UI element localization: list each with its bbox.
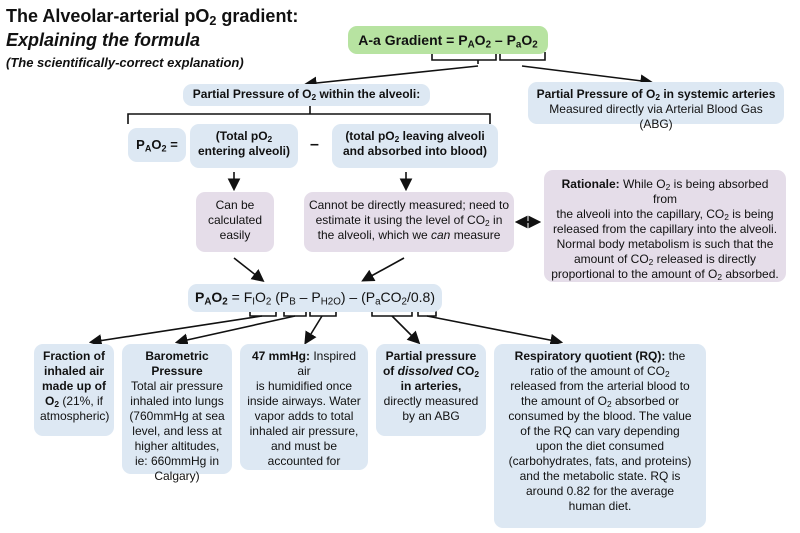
barometric-title1: Barometric — [145, 349, 209, 363]
rq-line11: human diet. — [568, 499, 632, 513]
total-entering-box: (Total pO2 entering alveoli) — [190, 124, 298, 168]
rq-line4: the amount of O2 absorbed or — [520, 394, 680, 410]
minus-sign: – — [310, 136, 319, 153]
rq-line6: of the RQ can vary depending — [520, 424, 680, 438]
barometric-line4: level, and less at — [132, 424, 222, 438]
dissolved-title2: of dissolved CO2 — [382, 364, 480, 380]
barometric-line3: (760mmHg at sea — [129, 409, 225, 423]
rq-line1: Respiratory quotient (RQ): the — [514, 349, 686, 363]
fraction-line1: Fraction of — [43, 349, 105, 363]
fraction-inhaled-box: Fraction of inhaled air made up of O2 (2… — [34, 344, 114, 436]
not-measured-line2: estimate it using the level of CO2 in — [315, 213, 503, 229]
total-leaving-line1: (total pO2 leaving alveoli — [345, 129, 485, 145]
fraction-line5: atmospheric) — [40, 409, 110, 423]
page-subtitle: Explaining the formula — [6, 30, 201, 50]
rationale-line1: Rationale: While O2 is being absorbed fr… — [561, 177, 769, 206]
not-measured-box: Cannot be directly measured; need to est… — [304, 192, 514, 252]
not-measured-line3: the alveoli, which we can measure — [317, 228, 501, 242]
systemic-arteries-title: Partial Pressure of O2 in systemic arter… — [536, 87, 776, 103]
rationale-line5: amount of CO2 released is directly — [573, 252, 757, 268]
fraction-line3: made up of — [41, 379, 106, 393]
fraction-line2: inhaled air — [43, 364, 105, 378]
total-leaving-line2: and absorbed into blood) — [343, 144, 487, 158]
rq-line8: (carbohydrates, fats, and proteins) — [508, 454, 692, 468]
vapor-line7: accounted for — [267, 454, 341, 468]
respiratory-quotient-box: Respiratory quotient (RQ): the ratio of … — [494, 344, 706, 528]
alveoli-header: Partial Pressure of O2 within the alveol… — [183, 84, 430, 106]
page-title: The Alveolar-arterial pO2 gradient: — [6, 6, 299, 29]
rq-line2: ratio of the amount of CO2 — [530, 364, 670, 380]
calculated-line2: calculated — [207, 213, 263, 227]
rq-line9: and the metabolic state. RQ is — [519, 469, 681, 483]
systemic-arteries-box: Partial Pressure of O2 in systemic arter… — [528, 82, 784, 131]
barometric-line7: Calgary) — [154, 469, 200, 483]
rationale-line4: Normal body metabolism is such that the — [556, 237, 774, 251]
barometric-line1: Total air pressure — [130, 379, 224, 393]
calculated-box: Can be calculated easily — [196, 192, 274, 252]
page-note: (The scientifically-correct explanation) — [6, 55, 244, 70]
pao2-main-formula: PAO2 = FIO2 (PB – PH2O) – (PaCO2/0.8) — [188, 284, 442, 312]
calculated-line1: Can be — [215, 198, 255, 212]
dissolved-title1: Partial pressure — [385, 349, 477, 363]
barometric-box: Barometric Pressure Total air pressure i… — [122, 344, 232, 483]
rq-line3: released from the arterial blood to — [510, 379, 690, 393]
barometric-title2: Pressure — [151, 364, 203, 378]
vapor-line5: inhaled air pressure, — [249, 424, 359, 438]
pao2-label: PAO2 = — [128, 128, 186, 162]
systemic-arteries-desc: Measured directly via Arterial Blood Gas… — [549, 102, 763, 131]
rationale-line6: proportional to the amount of O2 absorbe… — [551, 267, 779, 283]
vapor-line3: inside airways. Water — [247, 394, 361, 408]
barometric-line2: inhaled into lungs — [130, 394, 224, 408]
vapor-line6: and must be — [270, 439, 338, 453]
dissolved-line5: by an ABG — [402, 409, 460, 423]
calculated-line3: easily — [219, 228, 251, 242]
barometric-line5: higher altitudes, — [134, 439, 220, 453]
not-measured-line1: Cannot be directly measured; need to — [308, 198, 510, 212]
vapor-line1: 47 mmHg: Inspired air — [251, 349, 357, 378]
water-vapor-box: 47 mmHg: Inspired air is humidified once… — [240, 344, 368, 470]
rationale-box: Rationale: While O2 is being absorbed fr… — [544, 170, 786, 282]
aa-gradient-formula: A-a Gradient = PAO2 – PaO2 — [348, 26, 548, 54]
barometric-line6: ie: 660mmHg in — [134, 454, 220, 468]
rationale-line3: released from the capillary into the alv… — [552, 222, 778, 236]
title-block: The Alveolar-arterial pO2 gradient: Expl… — [6, 4, 326, 71]
fraction-line4: O2 (21%, if — [44, 394, 104, 410]
rationale-line2: the alveoli into the capillary, CO2 is b… — [556, 207, 774, 223]
total-entering-line1: (Total pO2 — [215, 129, 273, 145]
dissolved-line4: directly measured — [383, 394, 479, 408]
total-leaving-box: (total pO2 leaving alveoli and absorbed … — [332, 124, 498, 168]
vapor-line2: is humidified once — [255, 379, 353, 393]
vapor-line4: vapor adds to total — [254, 409, 354, 423]
dissolved-co2-box: Partial pressure of dissolved CO2 in art… — [376, 344, 486, 436]
total-entering-line2: entering alveoli) — [197, 144, 291, 158]
dissolved-title3: in arteries, — [400, 379, 462, 393]
rq-line7: upon the diet consumed — [535, 439, 665, 453]
rq-line5: consumed by the blood. The value — [508, 409, 692, 423]
rq-line10: around 0.82 for the average — [525, 484, 675, 498]
